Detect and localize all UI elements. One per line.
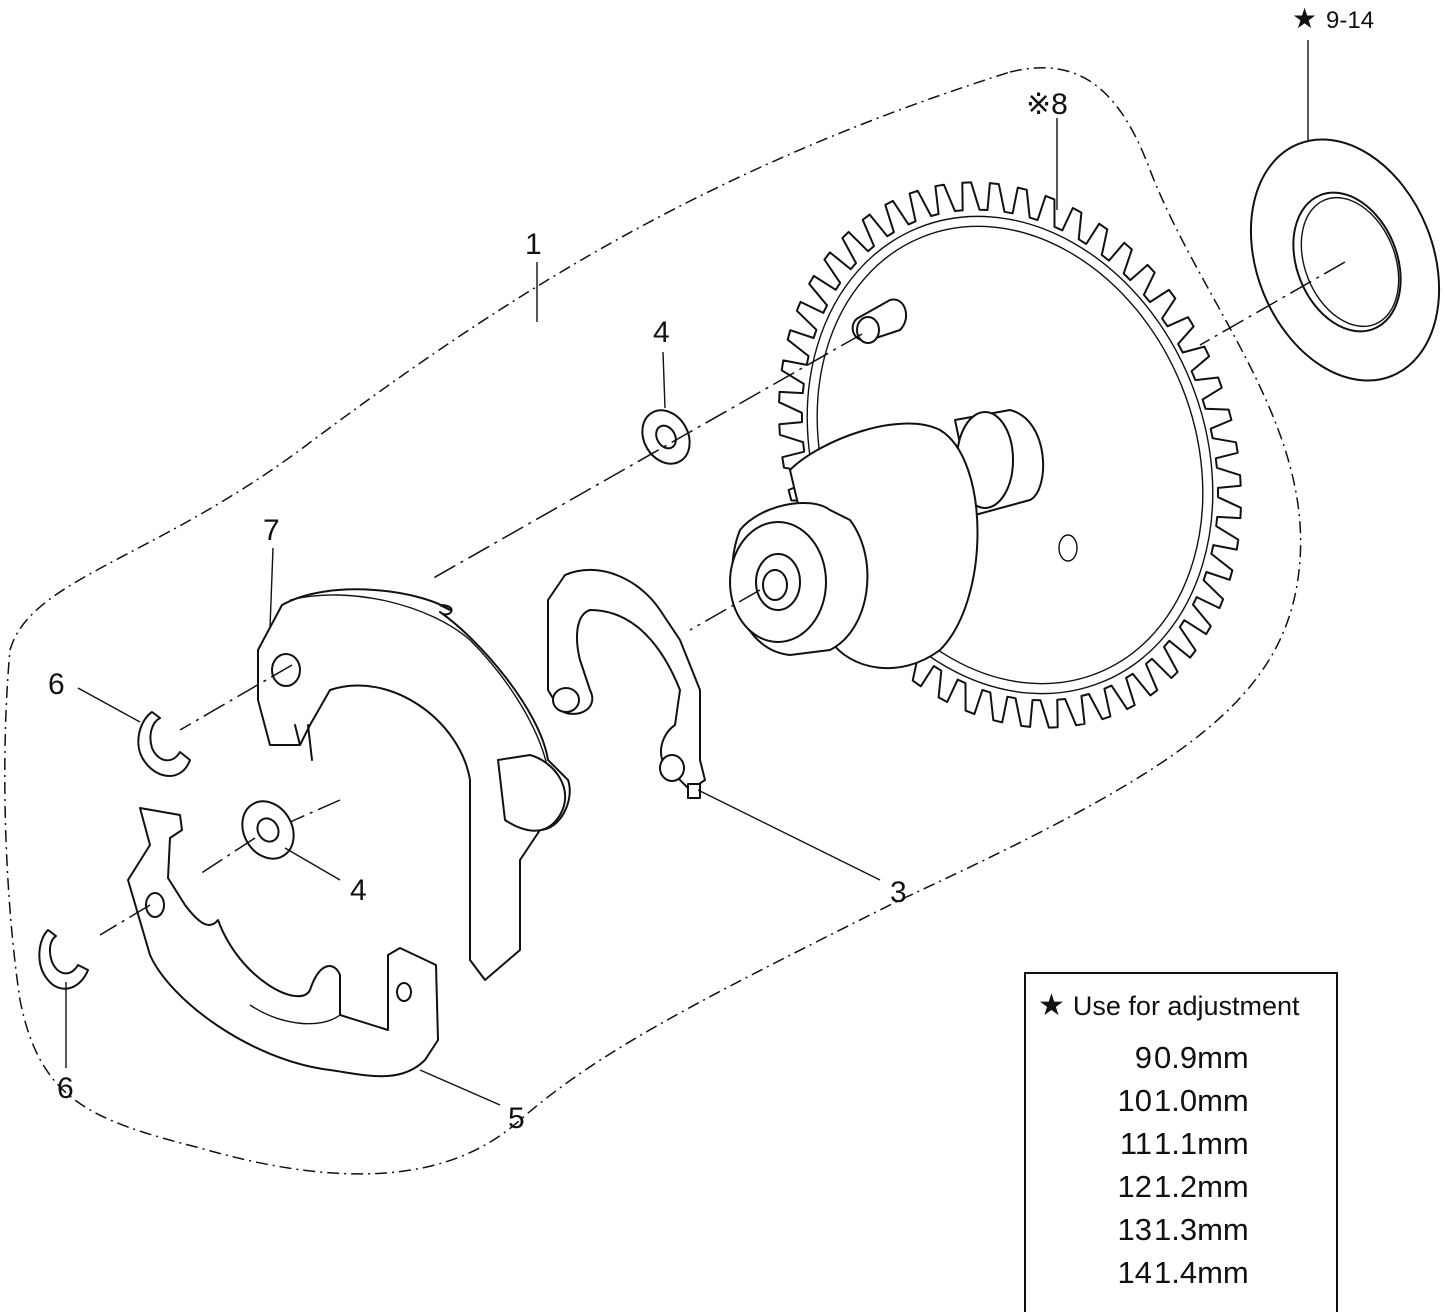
callout-7: 7 xyxy=(263,514,280,547)
callout-4-lower: 4 xyxy=(350,874,367,907)
callout-4-upper: 4 xyxy=(653,316,670,349)
legend-row: 13 1.3mm xyxy=(1026,1212,1340,1255)
legend-row: 12 1.2mm xyxy=(1026,1169,1340,1212)
legend-title: ★Use for adjustment xyxy=(1038,988,1300,1023)
callout-9-14: 9-14 xyxy=(1326,7,1374,34)
legend-thickness: 1.0mm xyxy=(1154,1083,1249,1118)
callout-6-lower: 6 xyxy=(57,1072,74,1105)
cover-part xyxy=(257,588,571,981)
legend-part-number: 12 xyxy=(1117,1169,1152,1204)
callout-1: 1 xyxy=(525,228,542,261)
legend-thickness: 1.3mm xyxy=(1154,1212,1249,1247)
legend-part-number: 10 xyxy=(1117,1083,1152,1118)
washer-lower-part xyxy=(241,800,295,860)
callout-3: 3 xyxy=(890,876,907,909)
washer-upper-part xyxy=(641,409,691,465)
leader-lines xyxy=(65,40,1309,1106)
clip-upper-part xyxy=(137,711,191,777)
adjustment-shim xyxy=(1249,138,1441,382)
assembly-boundary xyxy=(4,67,1302,1175)
hub-shaft xyxy=(729,409,1045,670)
legend-part-number: 9 xyxy=(1134,1040,1152,1075)
callout-5: 5 xyxy=(508,1102,525,1135)
adjustment-legend: ★Use for adjustment 9 0.9mm 10 1.0mm 11 … xyxy=(1024,972,1338,1312)
star-icon: ★ xyxy=(1038,989,1065,1022)
legend-thickness: 1.2mm xyxy=(1154,1169,1249,1204)
callout-6-upper: 6 xyxy=(48,668,65,701)
star-icon: ★ xyxy=(1292,3,1317,34)
bracket-part xyxy=(127,807,439,1078)
legend-thickness: 1.1mm xyxy=(1154,1126,1249,1161)
legend-row: 9 0.9mm xyxy=(1026,1040,1340,1083)
clip-lower-part xyxy=(38,929,89,990)
assembly-axes xyxy=(99,261,1346,936)
legend-row: 10 1.0mm xyxy=(1026,1083,1340,1126)
legend-row: 11 1.1mm xyxy=(1026,1126,1340,1169)
legend-part-number: 14 xyxy=(1117,1255,1152,1290)
lever-part xyxy=(547,569,706,799)
callout-8: ※8 xyxy=(1026,88,1068,121)
legend-thickness: 0.9mm xyxy=(1154,1040,1249,1075)
legend-part-number: 13 xyxy=(1117,1212,1152,1247)
legend-title-text: Use for adjustment xyxy=(1072,991,1300,1021)
legend-part-number: 11 xyxy=(1119,1126,1152,1161)
legend-thickness: 1.4mm xyxy=(1154,1255,1249,1290)
legend-row: 14 1.4mm xyxy=(1026,1255,1340,1298)
